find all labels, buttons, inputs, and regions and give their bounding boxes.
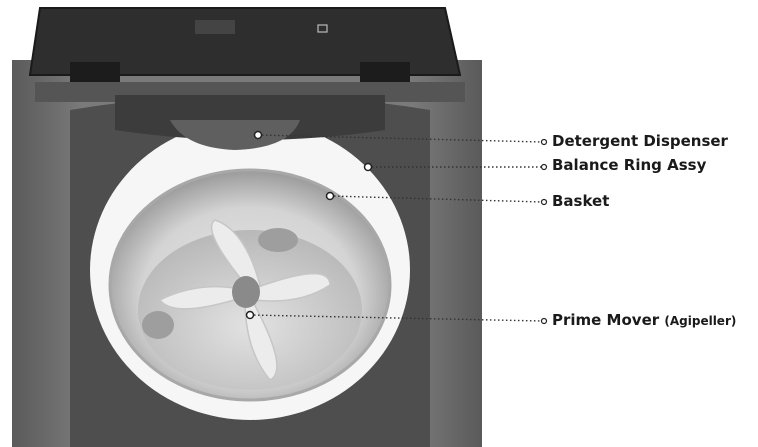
- label-subtext: (Agipeller): [664, 314, 737, 328]
- label-text: Detergent Dispenser: [552, 132, 728, 150]
- leader-prime-mover-end-dot: [540, 317, 548, 325]
- label-text: Balance Ring Assy: [552, 156, 707, 174]
- agipeller-hub: [232, 276, 260, 308]
- detergent-dispenser-tray: [170, 120, 300, 150]
- hinge-left: [70, 62, 120, 84]
- agipeller-fins: [158, 219, 331, 381]
- leader-detergent-dispenser-end-dot: [540, 138, 548, 146]
- callout-leaders: [245, 130, 548, 325]
- label-detergent-dispenser: Detergent Dispenser: [552, 134, 728, 149]
- label-basket: Basket: [552, 194, 609, 209]
- leader-balance-ring-end-dot: [540, 163, 548, 171]
- agipeller-pad: [142, 311, 174, 339]
- lid-display: [195, 20, 235, 34]
- leader-balance-ring-anchor-dot: [363, 162, 373, 172]
- leader-prime-mover-anchor-dot: [245, 310, 255, 320]
- lid-glass: [28, 7, 462, 76]
- label-text: Prime Mover: [552, 311, 660, 329]
- leader-basket: [329, 195, 543, 203]
- hinge-right: [360, 62, 410, 84]
- label-text: Basket: [552, 192, 610, 210]
- label-prime-mover: Prime Mover (Agipeller): [552, 313, 736, 328]
- leader-detergent-dispenser-anchor-dot: [253, 130, 263, 140]
- label-balance-ring: Balance Ring Assy: [552, 158, 706, 173]
- agipeller-pad: [258, 228, 298, 252]
- lid-icon: [317, 24, 328, 33]
- leader-basket-anchor-dot: [325, 191, 335, 201]
- leader-detergent-dispenser: [257, 134, 543, 143]
- leader-prime-mover: [249, 314, 543, 322]
- leader-basket-end-dot: [540, 198, 548, 206]
